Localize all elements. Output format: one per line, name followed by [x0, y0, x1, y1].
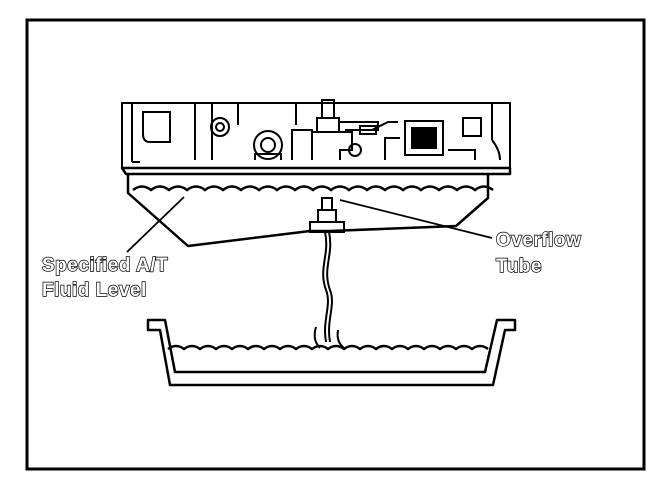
figure-frame — [25, 18, 646, 471]
transmission-case — [121, 99, 511, 168]
fluid-level-label-line2: Fluid Level — [41, 279, 147, 301]
fluid-level-leader-line — [126, 196, 185, 253]
overflow-tube-leader-line — [339, 199, 493, 239]
overflow-tube-label-line2: Tube — [495, 255, 542, 277]
overflow-tube — [309, 197, 345, 233]
pan-fluid-surface — [132, 185, 494, 192]
oil-pan — [120, 166, 512, 248]
fluid-stream — [322, 231, 333, 343]
overflow-tube-label-line1: Overflow — [495, 229, 582, 251]
catch-basin — [146, 318, 517, 387]
basin-fluid-surface — [167, 344, 489, 351]
fluid-level-label-line1: Specified A/T — [41, 254, 169, 276]
splash-marks — [313, 326, 345, 349]
